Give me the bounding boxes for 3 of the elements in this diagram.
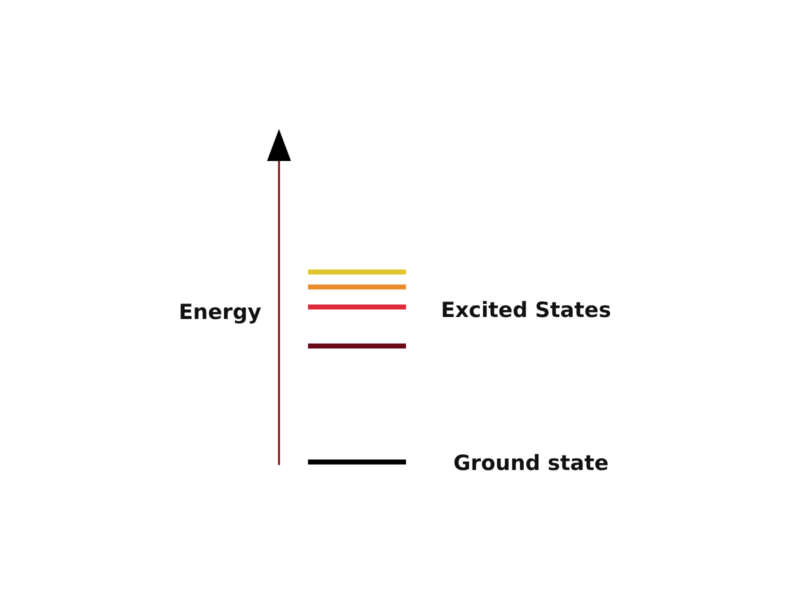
level-label: Excited States [440, 298, 612, 322]
level-label: Ground state [453, 451, 609, 475]
axis-label: Energy [178, 300, 262, 324]
